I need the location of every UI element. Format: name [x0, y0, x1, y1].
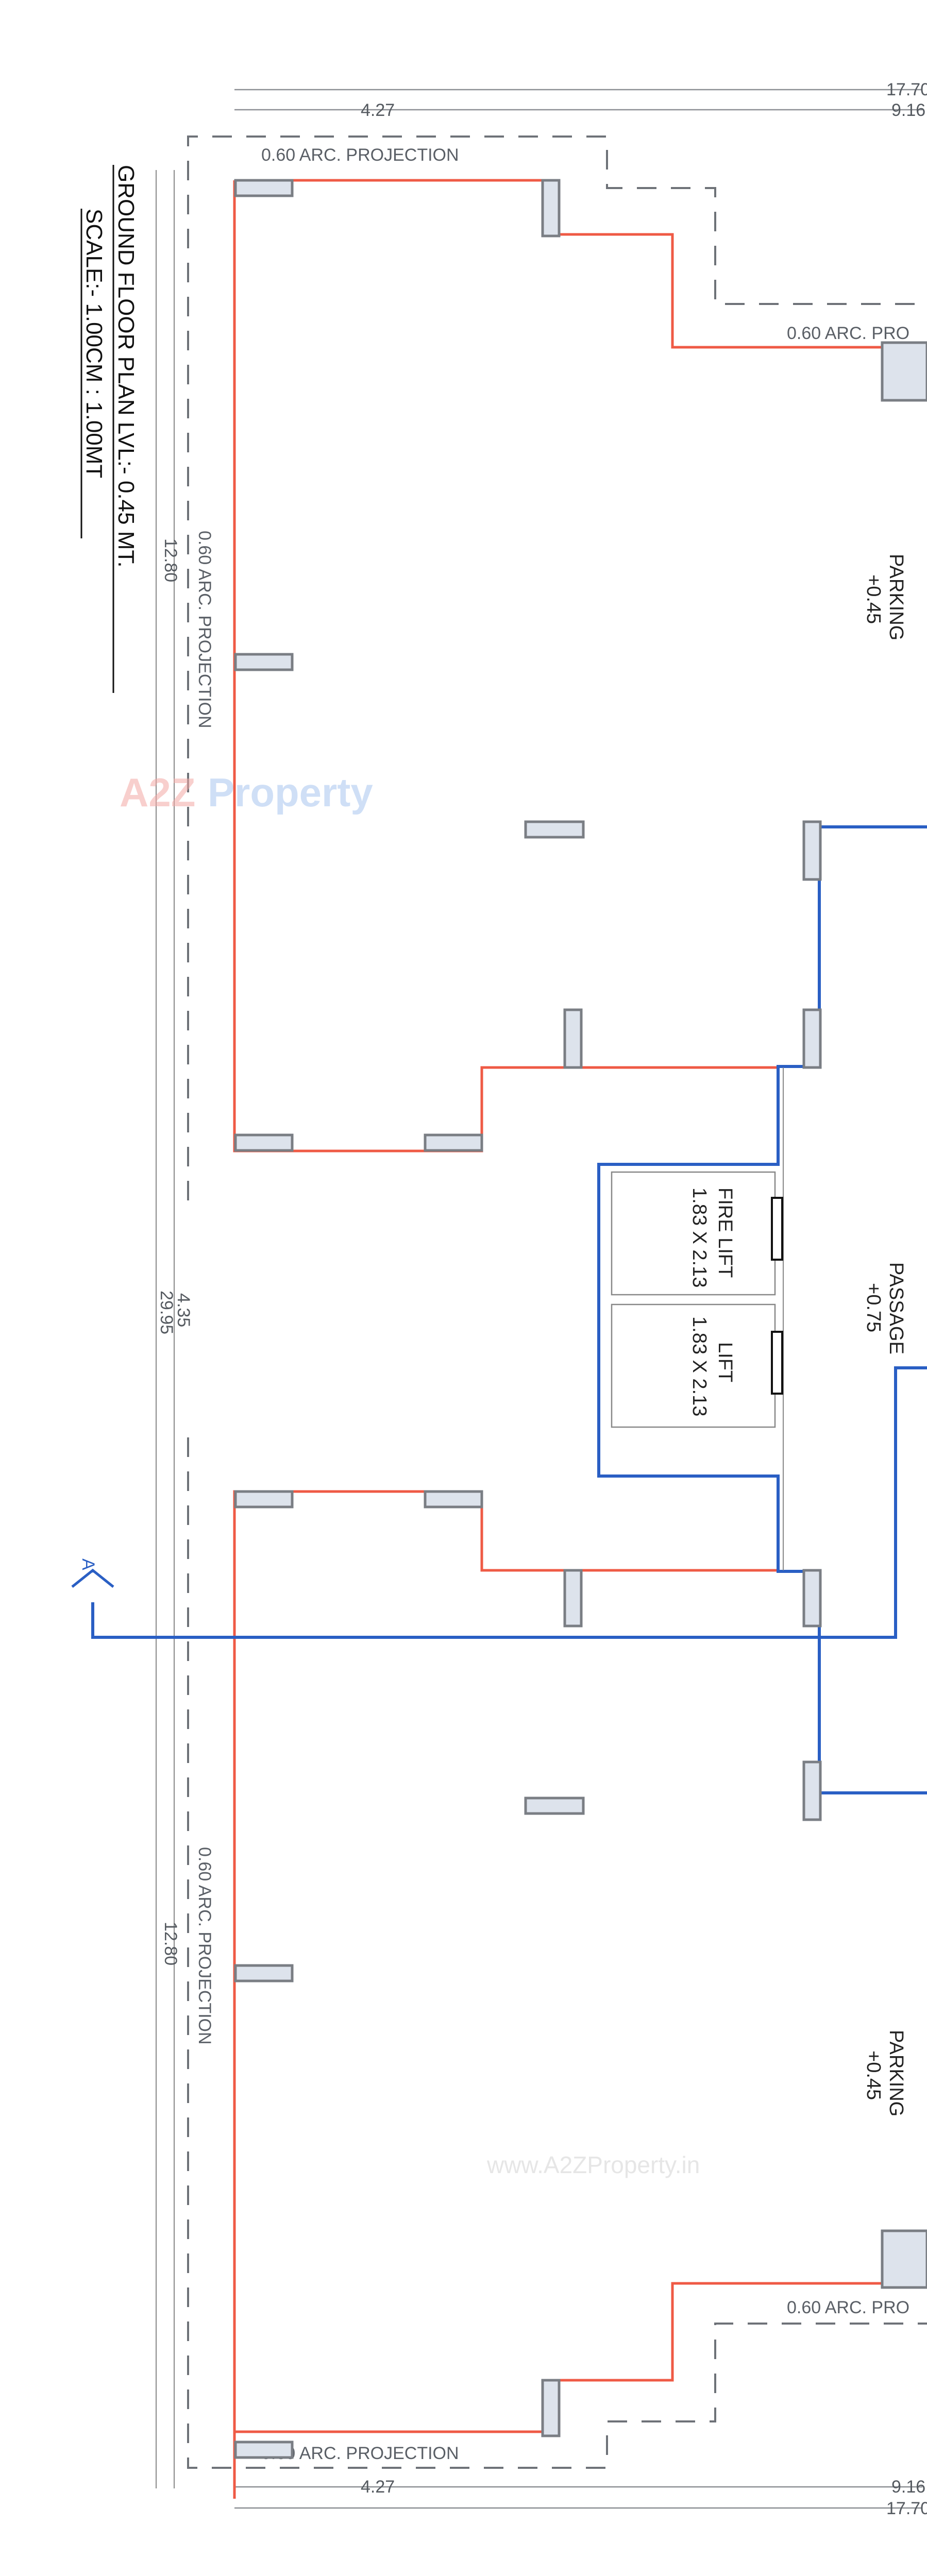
- label-projection-left-upper: 0.60 ARC. PROJECTION: [195, 531, 214, 728]
- blue-walls: A': [71, 825, 927, 1794]
- label-projection-bottom-right: 0.60 ARC. PRO: [787, 2298, 909, 2317]
- projection-labels: 0.60 ARC. PROJECTION 0.60 ARC. PRO 0.60 …: [195, 145, 909, 2463]
- columns: [234, 179, 927, 2459]
- passage-label: PASSAGE: [885, 1262, 907, 1354]
- plan-scale: SCALE:- 1.00CM : 1.00MT: [81, 209, 107, 478]
- dim-top-overall: 17.70: [886, 80, 927, 99]
- lift-label: LIFT: [714, 1342, 736, 1382]
- watermark-url: www.A2ZProperty.in: [486, 2151, 700, 2178]
- left-dimensions: 12.80 12.80 4.35 29.95: [156, 170, 193, 2488]
- dim-left-total: 29.95: [157, 1291, 176, 1334]
- lift-size: 1.83 X 2.13: [688, 1316, 710, 1416]
- room-labels: PARKING +0.45 PASSAGE +0.75 PARKING +0.4…: [863, 554, 907, 2116]
- parking-lower-label: PARKING: [885, 2030, 907, 2116]
- lift-core: FIRE LIFT 1.83 X 2.13 LIFT 1.83 X 2.13: [611, 1171, 783, 1428]
- dim-top-left: 4.27: [361, 100, 395, 120]
- arc-projection-outlines: [187, 135, 927, 2469]
- section-marker-label: A': [78, 1558, 98, 1573]
- dim-top-partial: 9.16: [891, 100, 925, 120]
- label-projection-top-left: 0.60 ARC. PROJECTION: [261, 145, 459, 165]
- fire-lift-size: 1.83 X 2.13: [688, 1188, 710, 1287]
- label-projection-bottom-left: 0.60 ARC. PROJECTION: [261, 2444, 459, 2463]
- dim-bottom-partial: 9.16: [891, 2477, 925, 2497]
- red-walls: [233, 179, 927, 2499]
- bottom-dimensions: 4.27 9.16 17.70: [234, 2477, 927, 2518]
- plan-title: GROUND FLOOR PLAN LVL:- 0.45 MT.: [113, 165, 139, 568]
- parking-upper-label: PARKING: [885, 554, 907, 640]
- watermark-a2z: A2Z: [120, 770, 195, 815]
- watermark-logo: A2Z Property: [120, 770, 373, 815]
- dim-bottom-left: 4.27: [361, 2477, 395, 2497]
- dim-left-upper: 12.80: [161, 538, 180, 582]
- dim-left-lower: 12.80: [161, 1922, 180, 1965]
- watermark-property: Property: [208, 770, 373, 815]
- fire-lift-label: FIRE LIFT: [714, 1188, 736, 1278]
- fire-lift-door: [771, 1197, 783, 1261]
- dim-left-middle: 4.35: [174, 1293, 193, 1327]
- parking-lower-level: +0.45: [863, 2050, 884, 2100]
- dim-bottom-overall: 17.70: [886, 2499, 927, 2518]
- parking-upper-level: +0.45: [863, 574, 884, 624]
- label-projection-top-right: 0.60 ARC. PRO: [787, 324, 909, 343]
- title-block: GROUND FLOOR PLAN LVL:- 0.45 MT. SCALE:-…: [80, 165, 139, 693]
- lift-door: [771, 1331, 783, 1395]
- passage-level: +0.75: [863, 1283, 884, 1332]
- top-dimensions: 4.27 17.70 9.16: [234, 80, 927, 120]
- label-projection-left-lower: 0.60 ARC. PROJECTION: [195, 1847, 214, 2045]
